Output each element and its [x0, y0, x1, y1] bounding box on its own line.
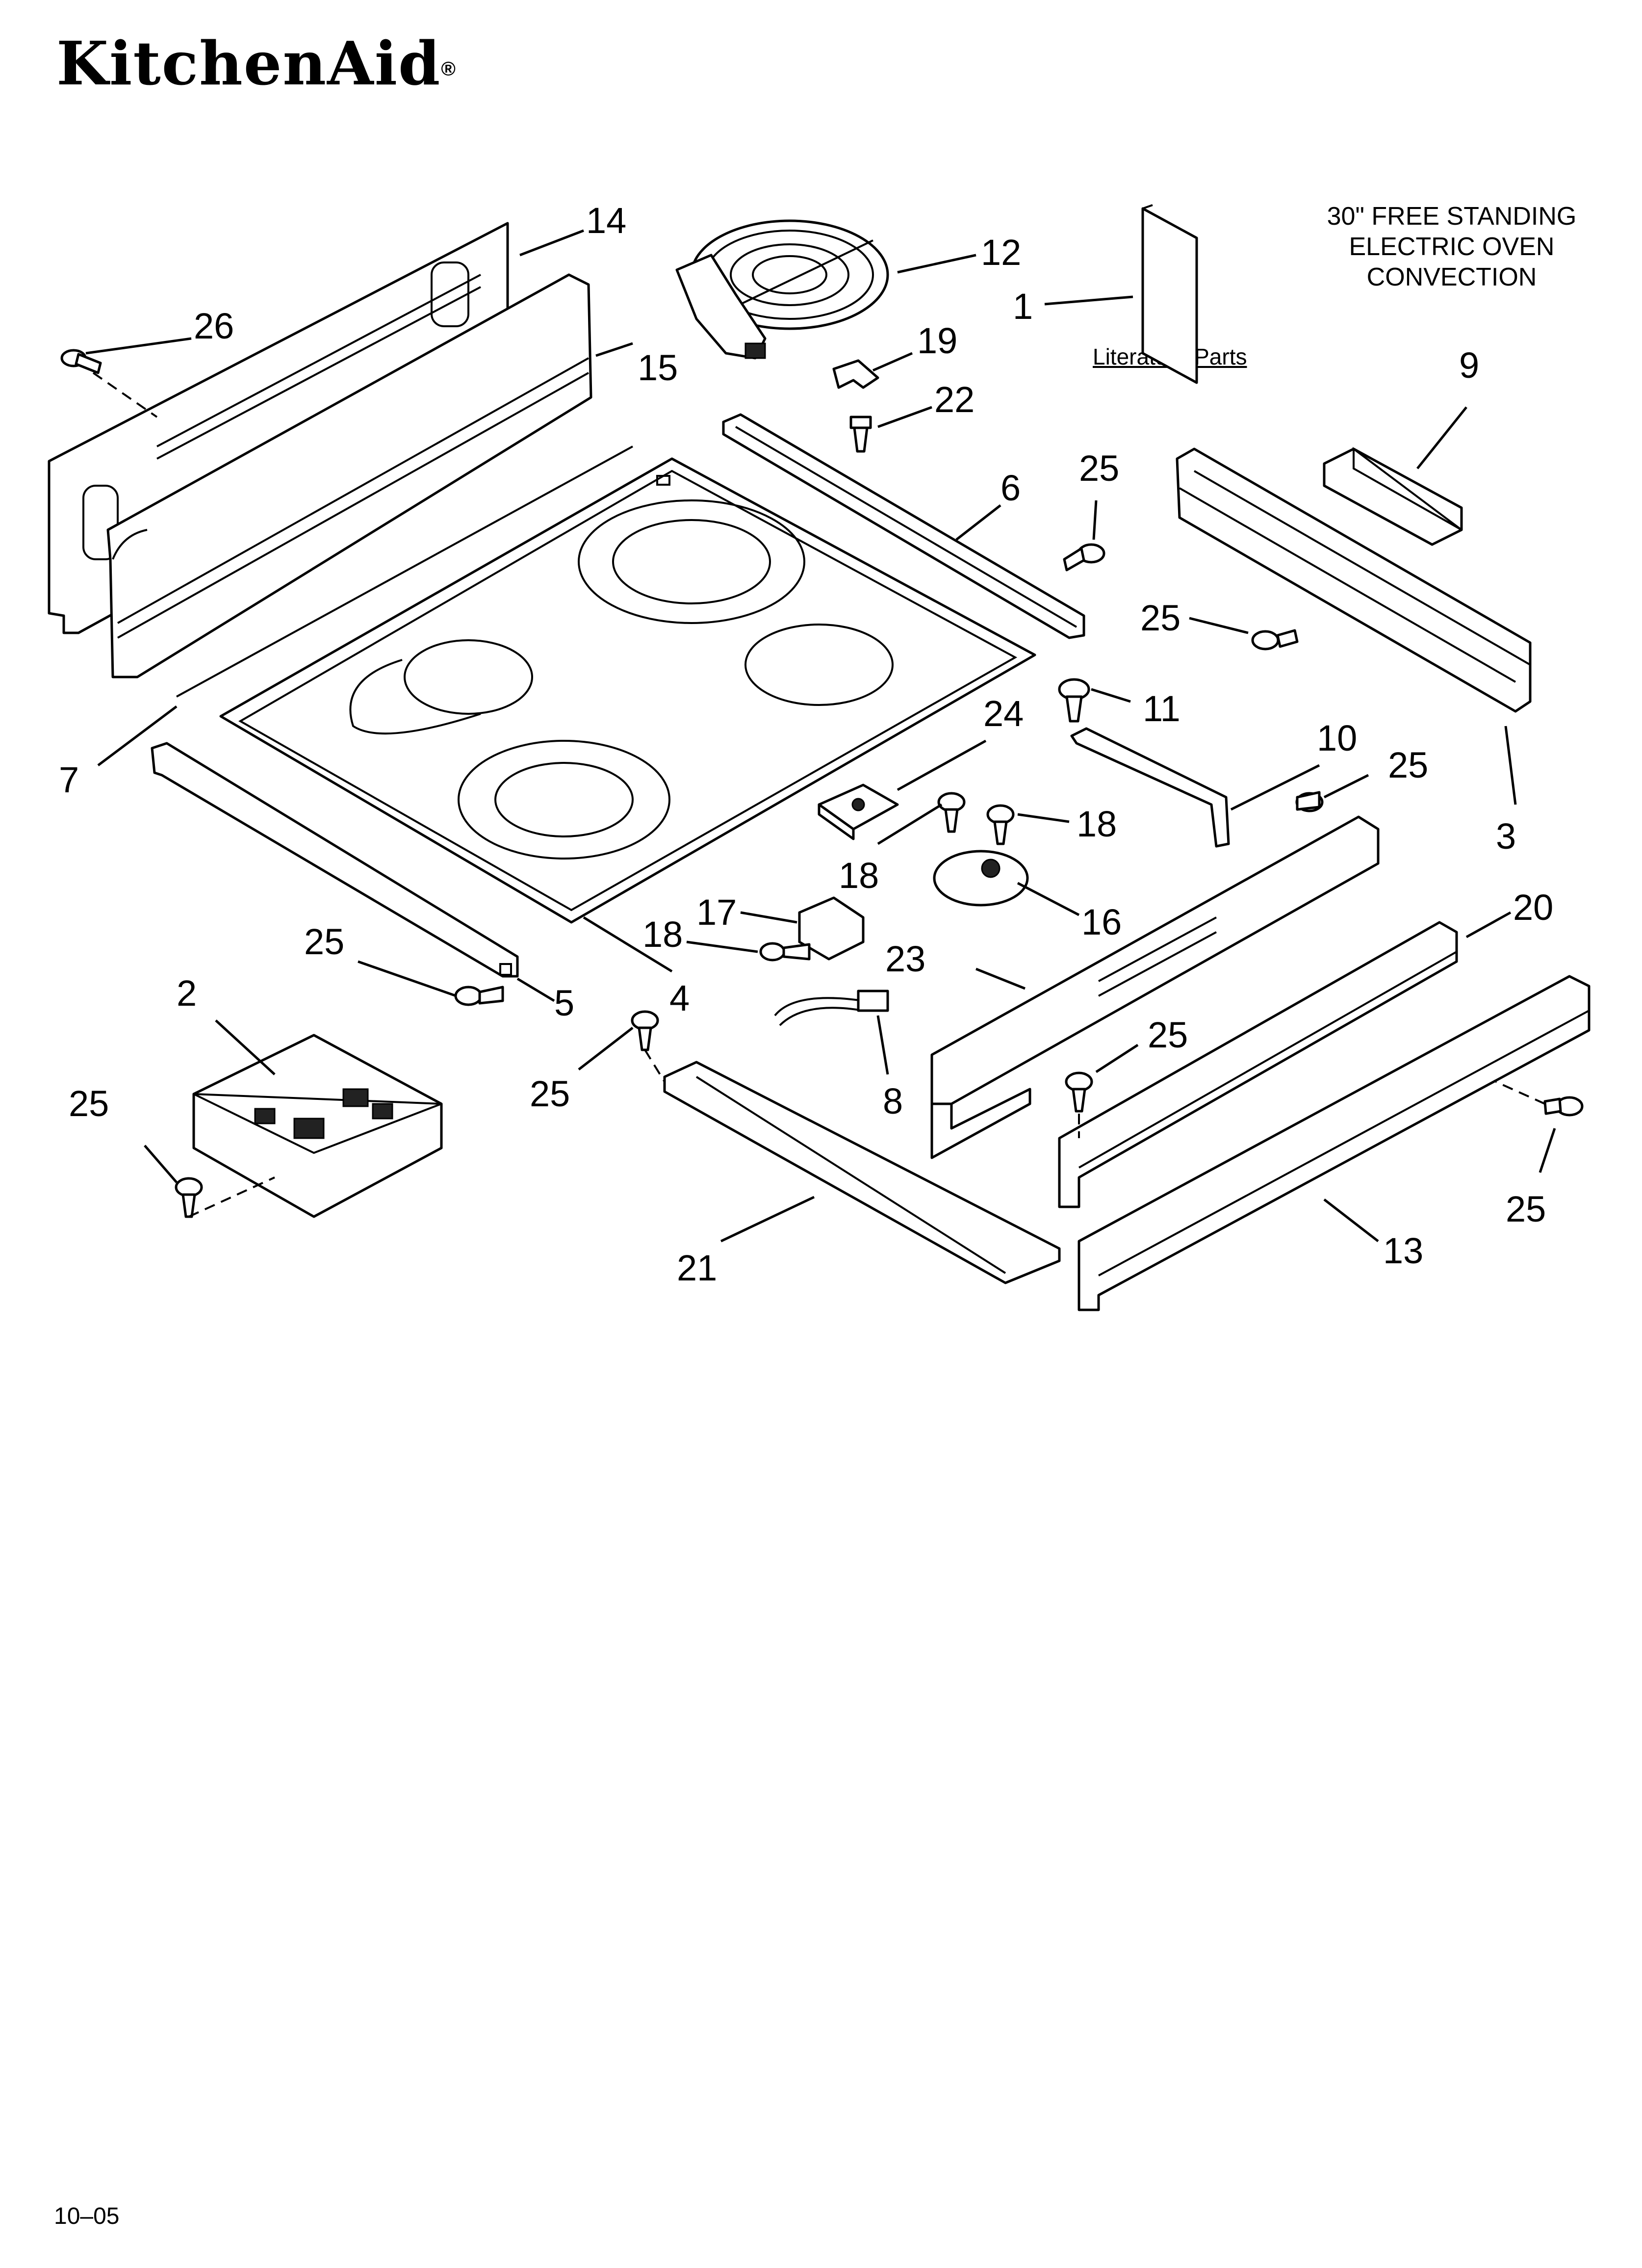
callout-7: 7 [59, 759, 79, 800]
callout-8: 8 [883, 1081, 903, 1121]
model-line-2: ELECTRIC OVEN [1349, 233, 1555, 261]
callout-18-b: 18 [1077, 804, 1117, 844]
assembly-guide-lines [92, 372, 1545, 1218]
callout-25-mid: 25 [1388, 745, 1428, 785]
part-11-screw [1058, 678, 1090, 723]
callout-22: 22 [934, 379, 975, 420]
callout-25-top: 25 [1079, 448, 1119, 489]
callout-25-far-left: 25 [69, 1083, 109, 1124]
callout-20: 20 [1513, 887, 1553, 928]
callout-18-a: 18 [839, 855, 879, 896]
callout-3: 3 [1496, 816, 1516, 857]
callout-6: 6 [1001, 468, 1021, 508]
callout-23: 23 [885, 938, 925, 979]
part-16-sensor [933, 850, 1029, 907]
callout-labels: 14 12 1 26 19 15 22 9 25 6 25 11 24 10 2… [59, 200, 1553, 1288]
part-20-rail [1058, 921, 1458, 1208]
callout-11: 11 [1143, 688, 1180, 729]
callout-19: 19 [917, 320, 957, 361]
part-10-bar [1070, 727, 1230, 848]
callout-1: 1 [1013, 286, 1033, 327]
model-line-1: 30" FREE STANDING [1327, 202, 1577, 231]
part-24-terminal-block [818, 783, 899, 840]
part-19-clip [832, 359, 879, 389]
callout-25-far-right: 25 [1506, 1189, 1546, 1229]
leader-lines [85, 229, 1556, 1243]
callout-21: 21 [677, 1248, 717, 1288]
model-line-3: CONVECTION [1366, 263, 1537, 291]
part-25-screw-g [175, 1177, 203, 1218]
part-13-bottom-rail [1078, 975, 1591, 1311]
callout-10: 10 [1317, 718, 1357, 758]
part-6-rear-trim [722, 413, 1085, 639]
callout-24: 24 [983, 693, 1024, 734]
part-2-control-board [192, 1034, 443, 1218]
part-17-bracket [798, 896, 865, 961]
callout-9: 9 [1459, 345, 1479, 386]
part-7-seal-strip [176, 445, 633, 698]
callout-14: 14 [586, 200, 626, 241]
callout-13: 13 [1383, 1230, 1423, 1271]
part-25-screw-d [454, 986, 504, 1006]
callout-15: 15 [638, 347, 678, 388]
callout-25-center: 25 [530, 1073, 570, 1114]
part-5-front-trim [151, 742, 519, 978]
callout-26: 26 [194, 306, 234, 346]
part-25-screw-f [1065, 1071, 1093, 1113]
part-25-screw-e [631, 1010, 659, 1051]
brand-logo: KitchenAid® [56, 33, 457, 93]
part-26-screw [60, 349, 102, 374]
part-4-cooktop-glass [219, 457, 1036, 924]
part-9-bracket [1323, 447, 1463, 546]
part-25-screw-c [1295, 791, 1324, 812]
callout-25-left: 25 [304, 921, 344, 962]
callout-4: 4 [669, 978, 690, 1018]
part-18-screw-c [759, 942, 811, 962]
callout-5: 5 [554, 983, 574, 1023]
part-15-control-console [106, 273, 592, 678]
part-18-screw-a [937, 792, 966, 833]
part-12-radiant-element [675, 219, 889, 360]
callout-17: 17 [696, 892, 737, 933]
part-23-vented-panel [930, 815, 1380, 1159]
callout-2: 2 [177, 973, 197, 1014]
brand-name: KitchenAid [56, 28, 441, 99]
part-18-screw-b [986, 804, 1015, 845]
part-21-front-rail [663, 1061, 1061, 1284]
callout-25-lower: 25 [1148, 1015, 1188, 1055]
callout-12: 12 [981, 232, 1021, 273]
part-22-screw [849, 416, 872, 453]
callout-18-c: 18 [642, 914, 683, 955]
part-25-screw-h [1543, 1096, 1584, 1117]
footer-date: 10–05 [54, 2203, 120, 2229]
part-1-literature [1141, 207, 1198, 384]
part-25-screw-a [1063, 543, 1105, 572]
part-8-wire-harness [774, 990, 889, 1026]
model-description: 30" FREE STANDING ELECTRIC OVEN CONVECTI… [1285, 201, 1618, 292]
callout-25-right: 25 [1140, 598, 1180, 638]
registered-mark: ® [441, 58, 457, 80]
callout-16: 16 [1081, 902, 1122, 942]
part-25-screw-b [1251, 629, 1299, 651]
part-3-side-rail [1176, 447, 1532, 713]
